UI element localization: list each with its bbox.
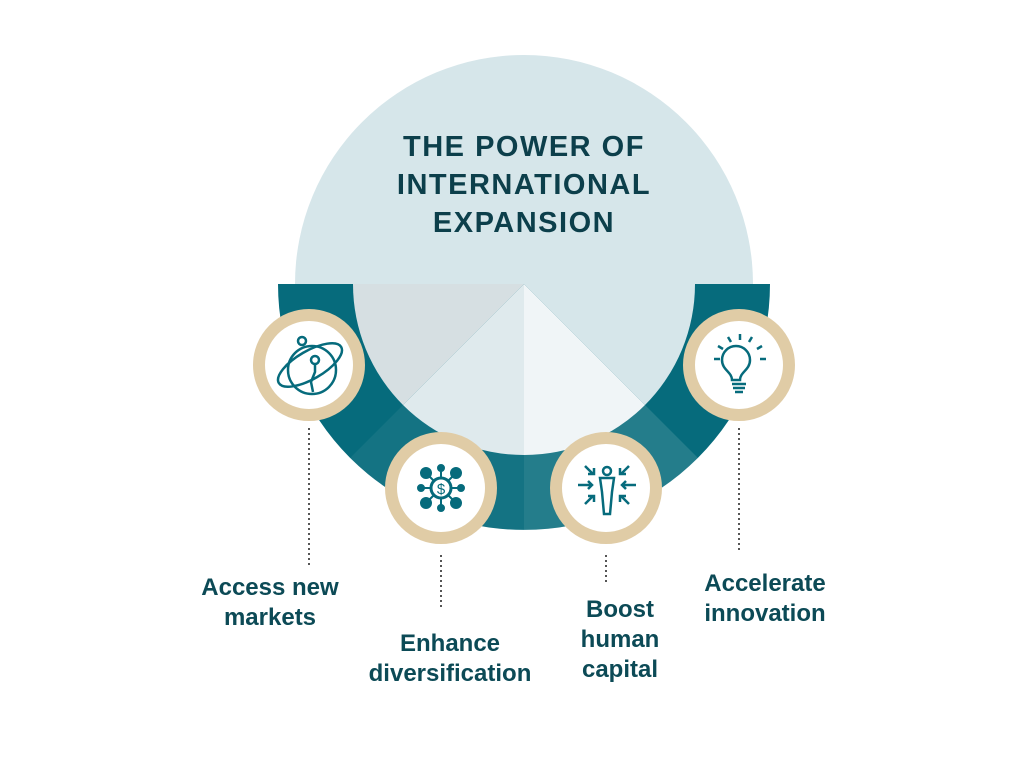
globe-icon [253,309,365,421]
person-arrows-icon [550,432,662,544]
label-access-new-markets: Access new markets [201,574,339,631]
wedge-4 [524,284,696,405]
page-title: THE POWER OF INTERNATIONAL EXPANSION [396,131,652,239]
lightbulb-icon [683,309,795,421]
label-enhance-diversification: Enhance diversification [368,630,532,687]
label-boost-human-capital: Boost human capital [580,596,660,683]
label-accelerate-innovation: Accelerate innovation [704,570,826,627]
dollar-network-icon: $ [385,432,497,544]
svg-text:$: $ [437,481,446,498]
wedge-3 [524,284,645,456]
wedge-2 [403,284,524,456]
wedge-1 [352,284,524,405]
